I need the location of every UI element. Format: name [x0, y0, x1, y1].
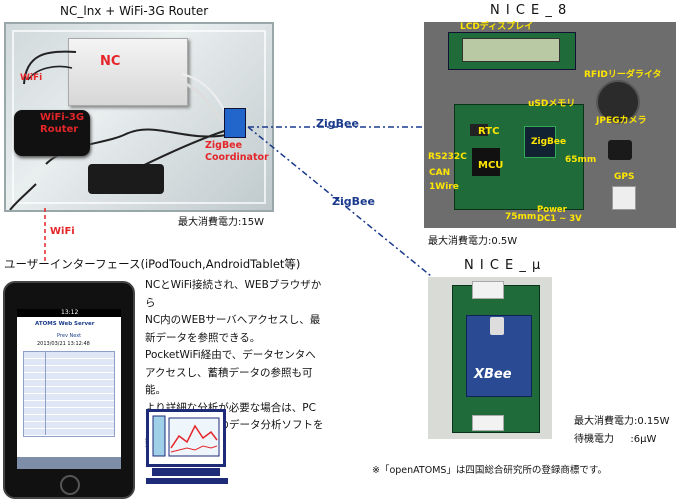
zigbee-module-nice8	[524, 126, 556, 158]
nice8-photo	[424, 22, 676, 228]
zigbee-coordinator-board	[224, 108, 246, 138]
pc-stand	[152, 468, 220, 476]
label-jpeg: JPEGカメラ	[596, 116, 647, 126]
nicemu-power-max: 最大消費電力:0.15W	[574, 416, 670, 427]
ui-heading: ユーザーインターフェース(iPodTouch,AndroidTablet等)	[4, 257, 301, 271]
status-time: 13:12	[61, 309, 79, 316]
nicemu-power-standby: 待機電力 :6μW	[574, 434, 657, 445]
router-title: NC_lnx + WiFi-3G Router	[60, 4, 209, 18]
safari-toolbar	[17, 457, 121, 469]
label-onewire: 1Wire	[429, 182, 459, 192]
ipod-screen: 13:12 ATOMS Web Server Prev Next 2013/03…	[17, 309, 121, 469]
jpeg-camera	[608, 140, 632, 160]
label-zigbee-nice8: ZigBee	[531, 137, 567, 147]
router-photo: NC	[4, 22, 274, 212]
zigbee-link-label-nicemu: ZigBee	[332, 195, 375, 208]
router-zigbee-coordinator-label: ZigBee Coordinator	[205, 140, 269, 163]
router-wifi-label: WiFi	[20, 73, 43, 83]
label-rs232c: RS232C	[428, 152, 467, 162]
router-wifi3g-label: WiFi-3G Router	[40, 112, 85, 135]
ipod-device: 13:12 ATOMS Web Server Prev Next 2013/03…	[3, 281, 135, 499]
screen-date: 2013/03/21 13:12:48	[37, 341, 90, 347]
power-adapter	[88, 164, 164, 194]
status-bar	[17, 309, 121, 317]
home-button[interactable]	[60, 475, 80, 495]
nicemu-photo	[428, 277, 552, 439]
wifi3g-router-device	[14, 110, 90, 156]
label-lcd: LCDディスプレイ	[460, 22, 534, 32]
screen-table-divider	[45, 351, 46, 435]
screen-title: ATOMS Web Server	[35, 321, 95, 327]
nicemu-bottom-connector	[472, 415, 504, 431]
nice8-title: N I C E _ 8	[490, 3, 568, 18]
label-usd: uSDメモリ	[528, 99, 576, 109]
label-can: CAN	[429, 168, 451, 178]
label-gps: GPS	[614, 172, 635, 182]
router-power: 最大消費電力:15W	[178, 217, 264, 228]
rtc-chip	[470, 124, 488, 136]
label-mcu: MCU	[478, 160, 504, 171]
nicemu-connector	[472, 281, 504, 299]
label-rfid: RFIDリーダライタ	[584, 70, 662, 80]
label-size-h: 65mm	[565, 155, 597, 165]
xbee-label: XBee	[474, 367, 512, 382]
label-power-in: Power DC1 ~ 3V	[537, 205, 582, 224]
pc-monitor-icon	[146, 409, 226, 467]
rfid-reader	[596, 80, 640, 124]
nicemu-title: N I C E _ μ	[464, 258, 542, 273]
nc-box	[68, 38, 188, 106]
gps-module	[612, 186, 636, 210]
nc-label: NC	[100, 54, 121, 69]
screen-table	[23, 351, 115, 437]
pc-analysis-chart	[152, 415, 220, 457]
mcu-chip	[472, 148, 500, 176]
footnote: ※「openATOMS」は四国総合研究所の登録商標です。	[372, 465, 607, 476]
wifi-link	[44, 208, 46, 263]
xbee-antenna	[490, 317, 504, 335]
nice8-power: 最大消費電力:0.5W	[428, 236, 518, 247]
label-rtc: RTC	[478, 126, 500, 137]
lcd-screen	[462, 38, 560, 62]
pc-keyboard	[146, 478, 228, 484]
screen-nav-button[interactable]: Prev Next	[57, 333, 82, 339]
acrylic-frame	[12, 30, 266, 204]
zigbee-link-label-nice8: ZigBee	[316, 117, 359, 130]
wifi-link-label: WiFi	[50, 226, 75, 237]
label-size-w: 75mm	[505, 212, 537, 222]
